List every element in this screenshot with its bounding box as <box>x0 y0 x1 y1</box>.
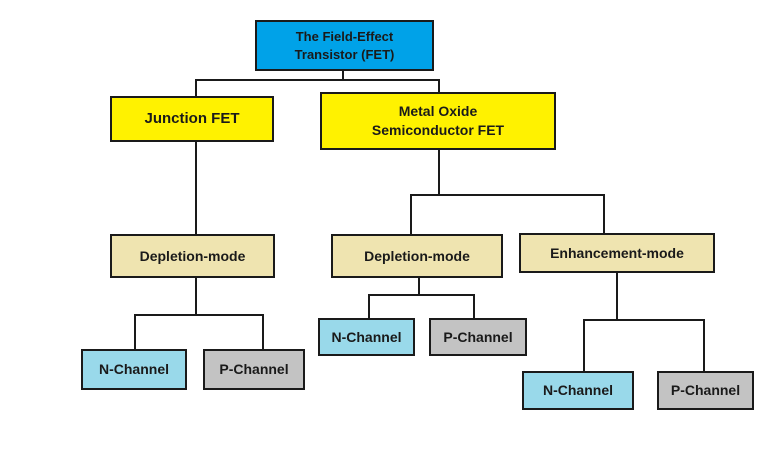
mosfet-depletion-p-channel-label: P-Channel <box>443 328 513 345</box>
mosfet-depletion-n-channel-label: N-Channel <box>331 328 402 345</box>
mosfet-depletion-mode-box: Depletion-mode <box>331 234 503 278</box>
jfet-p-channel-box: P-Channel <box>203 349 305 390</box>
jfet-depletion-mode-box: Depletion-mode <box>110 234 275 278</box>
mosfet-depletion-mode-label: Depletion-mode <box>364 247 470 264</box>
mosfet-enhancement-mode-label: Enhancement-mode <box>550 244 684 261</box>
mosfet-box: Metal Oxide Semiconductor FET <box>320 92 556 150</box>
mosfet-enhancement-mode-box: Enhancement-mode <box>519 233 715 273</box>
mosfet-enhancement-p-channel-box: P-Channel <box>657 371 754 410</box>
fet-root-label: The Field-Effect Transistor (FET) <box>294 28 395 62</box>
junction-fet-box: Junction FET <box>110 96 274 142</box>
jfet-n-channel-box: N-Channel <box>81 349 187 390</box>
jfet-n-channel-label: N-Channel <box>99 361 169 378</box>
mosfet-label: Metal Oxide Semiconductor FET <box>371 103 505 138</box>
mosfet-enhancement-p-channel-label: P-Channel <box>670 382 741 399</box>
junction-fet-label: Junction FET <box>144 109 240 127</box>
jfet-p-channel-label: P-Channel <box>219 361 289 378</box>
mosfet-depletion-n-channel-box: N-Channel <box>318 318 415 356</box>
mosfet-enhancement-n-channel-box: N-Channel <box>522 371 634 410</box>
jfet-depletion-mode-label: Depletion-mode <box>139 247 246 264</box>
mosfet-depletion-p-channel-box: P-Channel <box>429 318 527 356</box>
fet-root-box: The Field-Effect Transistor (FET) <box>255 20 434 71</box>
mosfet-enhancement-n-channel-label: N-Channel <box>543 382 613 399</box>
